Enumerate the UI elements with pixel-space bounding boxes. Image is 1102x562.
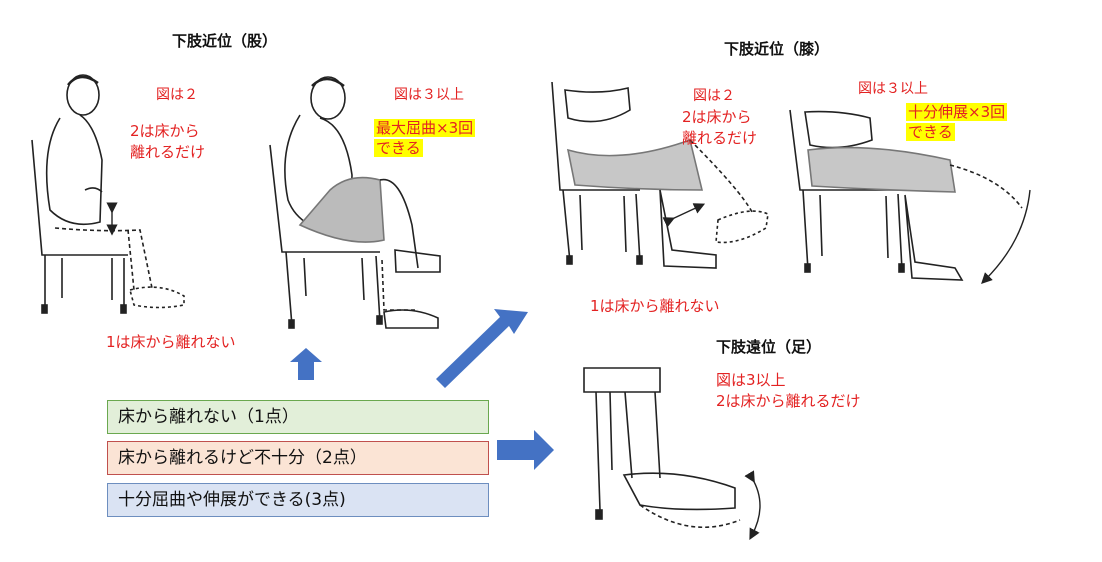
arrow-right-icon [497,430,554,470]
hip-fig3-highlight-line2: できる [374,139,423,157]
arrow-diagonal-icon [436,309,528,388]
knee-fig3-highlight-line1: 十分伸展×3回 [906,103,1008,121]
foot-figure [583,367,761,540]
knee-fig2-note-line1: 2は床から [682,108,752,126]
knee-title: 下肢近位（膝） [724,40,830,58]
foot-note-line2: 2は床から離れるだけ [716,392,861,410]
knee-score1-note: 1は床から離れない [590,297,720,315]
knee-fig3-highlight: 十分伸展×3回 できる [906,102,1008,142]
foot-title: 下肢遠位（足） [716,338,822,356]
hip-fig3-highlight-line1: 最大屈曲×3回 [374,119,476,137]
hip-fig3-caption: 図は３以上 [394,87,464,103]
foot-note-line1: 図は3以上 [716,371,786,389]
hip-fig2-note-line1: 2は床から [130,122,200,140]
knee-fig2-note-line2: 離れるだけ [682,129,758,147]
knee-fig3-caption: 図は３以上 [858,81,928,97]
knee-fig2-caption: 図は２ [693,88,735,104]
hip-score1-note: 1は床から離れない [106,333,236,351]
knee-fig3-highlight-line2: できる [906,123,955,141]
knee-figure-score3 [789,109,1031,284]
hip-figure-score3 [269,76,441,329]
score-box-3: 十分屈曲や伸展ができる(3点) [107,483,489,517]
score-box-1: 床から離れない（1点） [107,400,489,434]
blue-arrows [290,309,554,470]
arrow-up-icon [290,348,322,380]
knee-figure-score2 [551,81,769,269]
hip-fig2-caption: 図は２ [156,87,198,103]
hip-fig3-highlight: 最大屈曲×3回 できる [374,118,476,158]
hip-fig2-note-line2: 離れるだけ [130,143,206,161]
score-box-2: 床から離れるけど不十分（2点） [107,441,489,475]
hip-title: 下肢近位（股） [172,32,278,50]
hip-figure-score2 [31,74,185,314]
